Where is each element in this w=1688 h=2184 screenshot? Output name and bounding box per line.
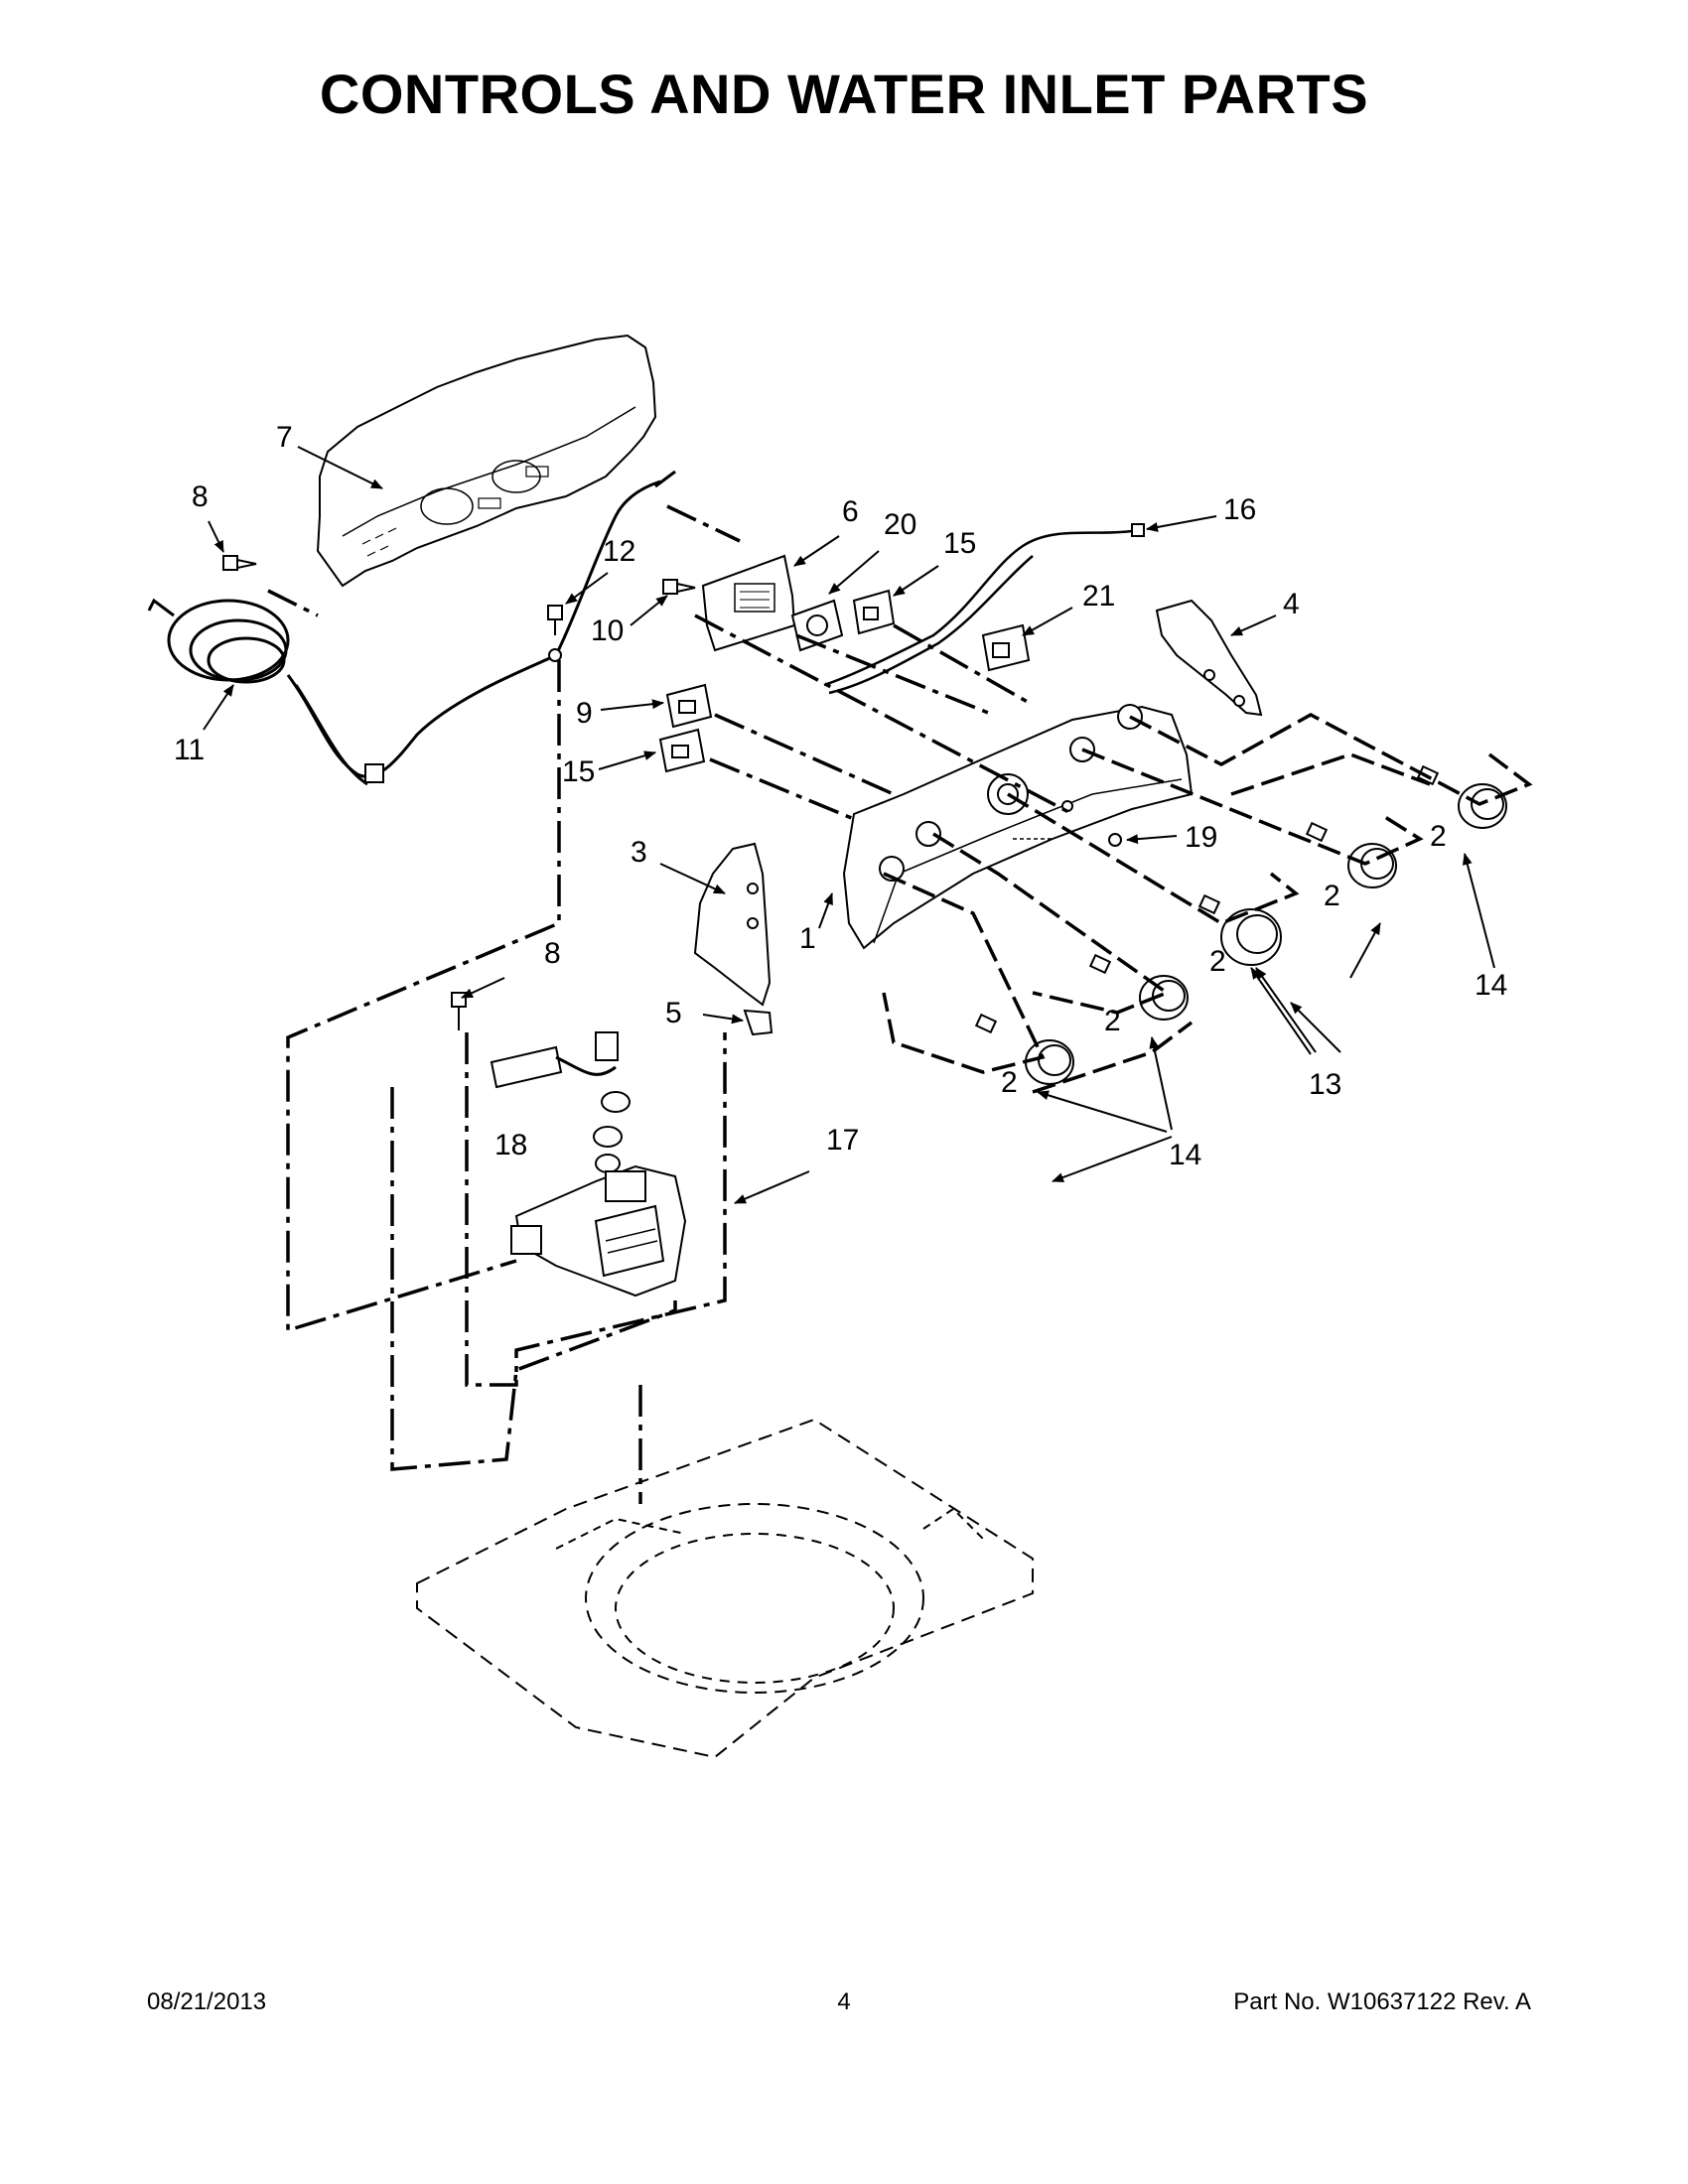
wire-harness	[147, 470, 676, 786]
callout-8: 8	[192, 480, 209, 513]
callout-20: 20	[884, 508, 916, 541]
switch-15-top	[852, 589, 896, 635]
console-main	[842, 704, 1194, 950]
callout-15: 15	[943, 527, 976, 560]
screw-top	[222, 555, 257, 571]
assembly-leader-lines	[267, 504, 1533, 1504]
clip-5	[743, 1009, 774, 1036]
callout-14: 14	[1169, 1139, 1201, 1171]
callout-arrows	[203, 446, 1495, 1204]
callout-7: 7	[276, 421, 293, 454]
callout-6: 6	[842, 495, 859, 528]
inlet-hoses	[490, 1031, 631, 1173]
callout-3: 3	[631, 836, 647, 869]
callout-2: 2	[1430, 820, 1447, 853]
callout-14: 14	[1475, 969, 1507, 1002]
callout-15: 15	[562, 755, 595, 788]
callout-9: 9	[576, 697, 593, 730]
wire-16	[823, 523, 1145, 695]
screw-12	[547, 605, 563, 662]
callout-2: 2	[1104, 1005, 1121, 1037]
footer-date: 08/21/2013	[147, 1988, 267, 2015]
callout-2: 2	[1324, 880, 1340, 912]
callout-13: 13	[1309, 1068, 1341, 1101]
callout-2: 2	[1209, 945, 1226, 978]
switch-21	[981, 623, 1031, 672]
switch-9	[665, 683, 713, 729]
water-valve	[510, 1164, 687, 1297]
control-board	[701, 554, 796, 652]
callout-17: 17	[826, 1124, 859, 1157]
callout-21: 21	[1082, 580, 1115, 613]
callout-1: 1	[799, 922, 816, 955]
trim-piece-left	[693, 842, 772, 1007]
end-cap-right	[1155, 599, 1263, 717]
callout-labels: 7 8 12 10 11 6 20 15 16 21 4 9 15 19 3 1…	[174, 421, 1507, 1171]
callout-19: 19	[1185, 821, 1217, 854]
switch-15-left	[658, 728, 706, 773]
callout-8: 8	[544, 937, 561, 970]
callout-16: 16	[1223, 493, 1256, 526]
callout-2: 2	[1001, 1066, 1018, 1099]
callout-5: 5	[665, 997, 682, 1029]
callout-12: 12	[603, 535, 635, 568]
screw-10	[662, 579, 696, 595]
page-title: CONTROLS AND WATER INLET PARTS	[319, 63, 1369, 125]
washer-top	[416, 1418, 1034, 1759]
callout-11: 11	[174, 734, 205, 766]
screw-lower	[451, 992, 467, 1030]
console-rear-panel	[316, 334, 657, 588]
footer-page-number: 4	[837, 1988, 851, 2015]
callout-10: 10	[591, 614, 624, 647]
footer-part-number: Part No. W10637122 Rev. A	[1233, 1988, 1531, 2015]
callout-4: 4	[1283, 588, 1300, 620]
callout-18: 18	[494, 1129, 527, 1161]
